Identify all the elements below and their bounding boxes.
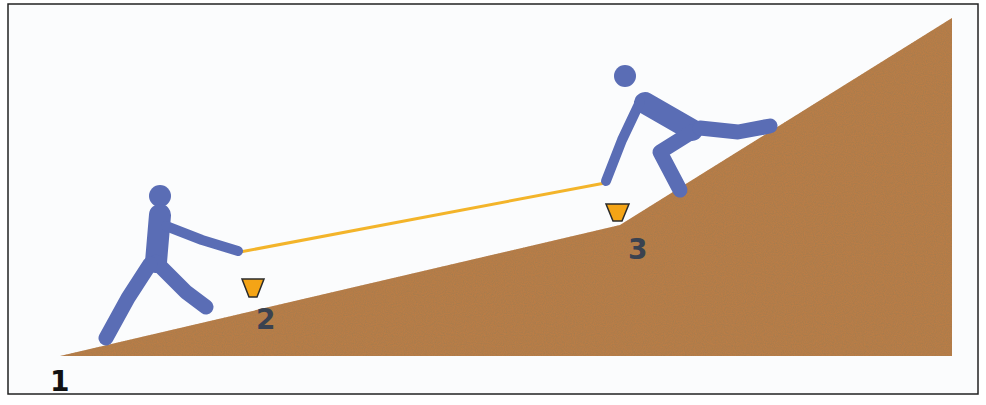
rope — [240, 183, 605, 252]
frame — [8, 4, 978, 394]
callout-number: 1 — [50, 368, 69, 396]
cone-marker — [606, 204, 629, 221]
callout-number: 3 — [628, 236, 647, 264]
person-figure — [606, 65, 770, 190]
cone-marker — [242, 279, 264, 297]
ground-slope — [60, 18, 952, 356]
person-figure — [106, 185, 238, 338]
callout-number: 2 — [256, 306, 275, 334]
